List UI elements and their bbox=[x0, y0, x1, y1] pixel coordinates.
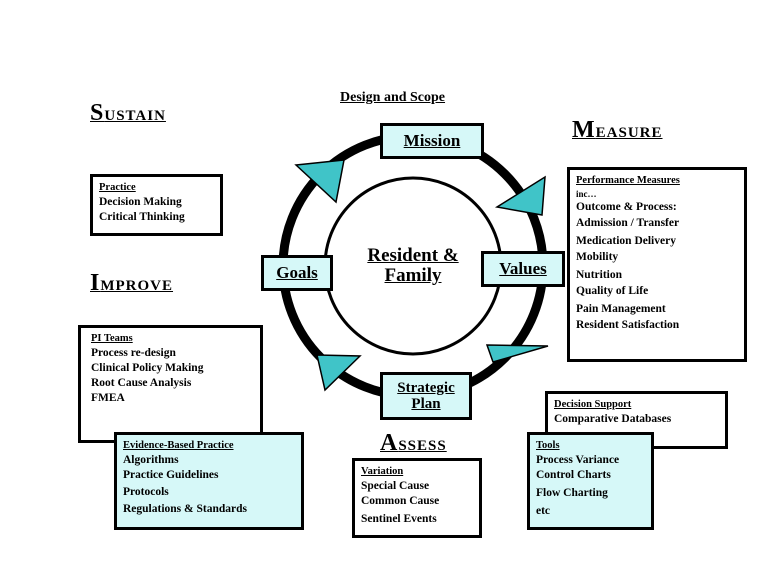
node-goals: Goals bbox=[261, 255, 333, 291]
box-performance-measures: Performance Measures inc… Outcome & Proc… bbox=[567, 167, 747, 362]
arrow-bottom-right bbox=[485, 344, 549, 363]
box-pi-teams: PI Teams Process re-design Clinical Poli… bbox=[78, 325, 263, 443]
center-label: Resident & Family bbox=[367, 245, 459, 286]
node-mission: Mission bbox=[380, 123, 484, 159]
arrow-top-left bbox=[294, 159, 345, 204]
arrow-bottom-left bbox=[316, 354, 362, 392]
box-tools: Tools Process Variance Control Charts Fl… bbox=[527, 432, 654, 530]
heading-measure: MEASURE bbox=[572, 117, 663, 143]
box-variation: Variation Special Cause Common Cause Sen… bbox=[352, 458, 482, 538]
heading-improve: IMPROVE bbox=[90, 270, 174, 296]
box-evidence-based-practice: Evidence-Based Practice Algorithms Pract… bbox=[114, 432, 304, 530]
arrow-top-right bbox=[494, 175, 546, 216]
design-scope-label: Design and Scope bbox=[340, 90, 446, 105]
heading-assess: ASSESS bbox=[380, 430, 447, 456]
heading-sustain: SUSTAIN bbox=[90, 100, 166, 126]
node-strategic-plan: Strategic Plan bbox=[380, 372, 472, 420]
box-practice: Practice Decision Making Critical Thinki… bbox=[90, 174, 223, 236]
node-values: Values bbox=[481, 251, 565, 287]
